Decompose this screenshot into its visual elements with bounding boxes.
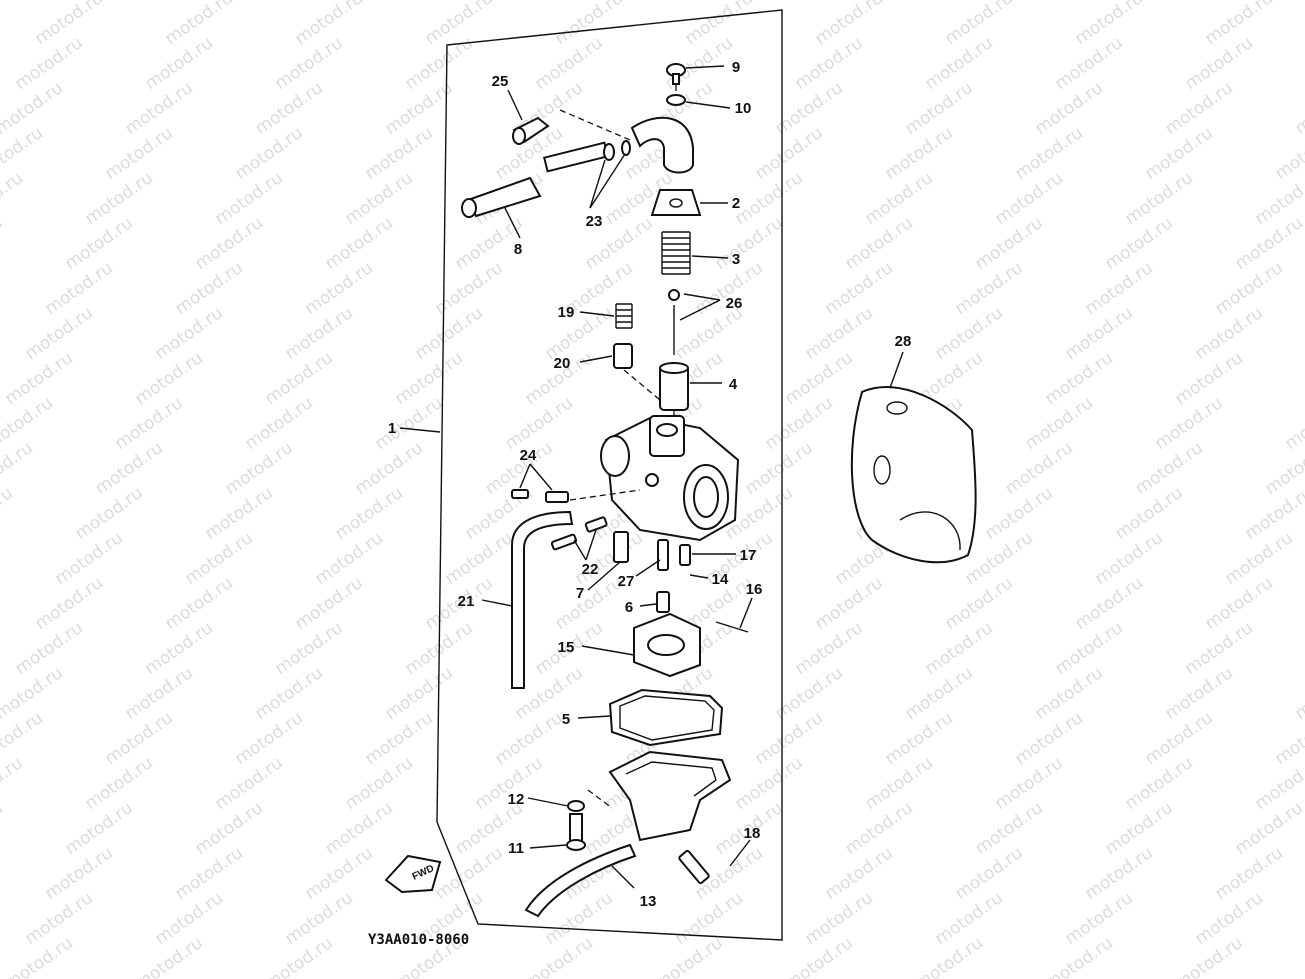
part-21-hose <box>511 510 574 689</box>
callout-7: 7 <box>576 585 584 602</box>
part-13-drain-hose <box>524 843 637 918</box>
callout-11: 11 <box>508 840 524 857</box>
callout-20: 20 <box>554 355 571 372</box>
part-20-plunger <box>613 343 633 369</box>
callout-6: 6 <box>625 599 633 616</box>
fwd-arrow-icon: FWD <box>384 854 442 894</box>
callout-13: 13 <box>640 893 657 910</box>
callout-26: 26 <box>726 295 743 312</box>
callout-9: 9 <box>732 59 740 76</box>
assembly-boundary <box>436 9 783 941</box>
callout-28: 28 <box>895 333 912 350</box>
callout-23: 23 <box>586 213 603 230</box>
callout-2: 2 <box>732 195 740 212</box>
callout-25: 25 <box>492 73 509 90</box>
part-24-screws <box>511 489 569 503</box>
callout-4: 4 <box>729 376 738 393</box>
callout-15: 15 <box>558 639 575 656</box>
part-cable-elbow <box>630 116 694 174</box>
parts-group <box>461 63 977 918</box>
part-18-drain-screw <box>678 849 710 885</box>
callout-27: 27 <box>618 573 635 590</box>
part-3-spring <box>661 231 691 275</box>
part-9-screw <box>666 63 686 85</box>
part-22-screws <box>550 516 608 551</box>
part-6-float-valve <box>656 591 670 613</box>
part-16-pin <box>715 621 749 633</box>
part-14-pilot-jet <box>679 544 691 566</box>
part-12-washer <box>567 800 585 812</box>
callout-17: 17 <box>740 547 757 564</box>
part-10-washer <box>666 94 686 106</box>
watermark-text: motod.ru <box>1301 933 1305 979</box>
callout-12: 12 <box>508 791 525 808</box>
watermark-text: motod.ru <box>0 168 27 229</box>
callout-leaders <box>399 65 904 889</box>
part-27-needle-jet <box>657 539 669 571</box>
part-19-spring <box>615 303 633 329</box>
callout-10: 10 <box>735 100 752 117</box>
watermark-text: motod.ru <box>1281 393 1305 454</box>
callout-24: 24 <box>520 447 537 464</box>
float-bowl <box>608 750 732 842</box>
callout-16: 16 <box>746 581 763 598</box>
watermark-text: motod.ru <box>0 753 27 814</box>
part-11-screw <box>566 813 586 851</box>
watermark-text: motod.ru <box>1301 348 1305 409</box>
callout-5: 5 <box>562 711 570 728</box>
callout-18: 18 <box>744 825 761 842</box>
diagram-code: Y3AA010-8060 <box>368 932 469 948</box>
part-7-main-jet <box>613 531 629 563</box>
part-5-gasket <box>608 688 724 747</box>
callout-8: 8 <box>514 241 522 258</box>
watermark-text: motod.ru <box>0 483 17 544</box>
callout-19: 19 <box>558 304 575 321</box>
watermark-text: motod.ru <box>1291 78 1305 139</box>
callout-3: 3 <box>732 251 740 268</box>
callout-1: 1 <box>388 420 396 437</box>
watermark-text: motod.ru <box>1291 663 1305 724</box>
callout-21: 21 <box>458 593 475 610</box>
callout-14: 14 <box>712 571 729 588</box>
callout-22: 22 <box>582 561 599 578</box>
watermark-text: motod.ru <box>0 213 7 274</box>
watermark-text: motod.ru <box>0 798 7 859</box>
carburetor-body <box>600 415 740 542</box>
